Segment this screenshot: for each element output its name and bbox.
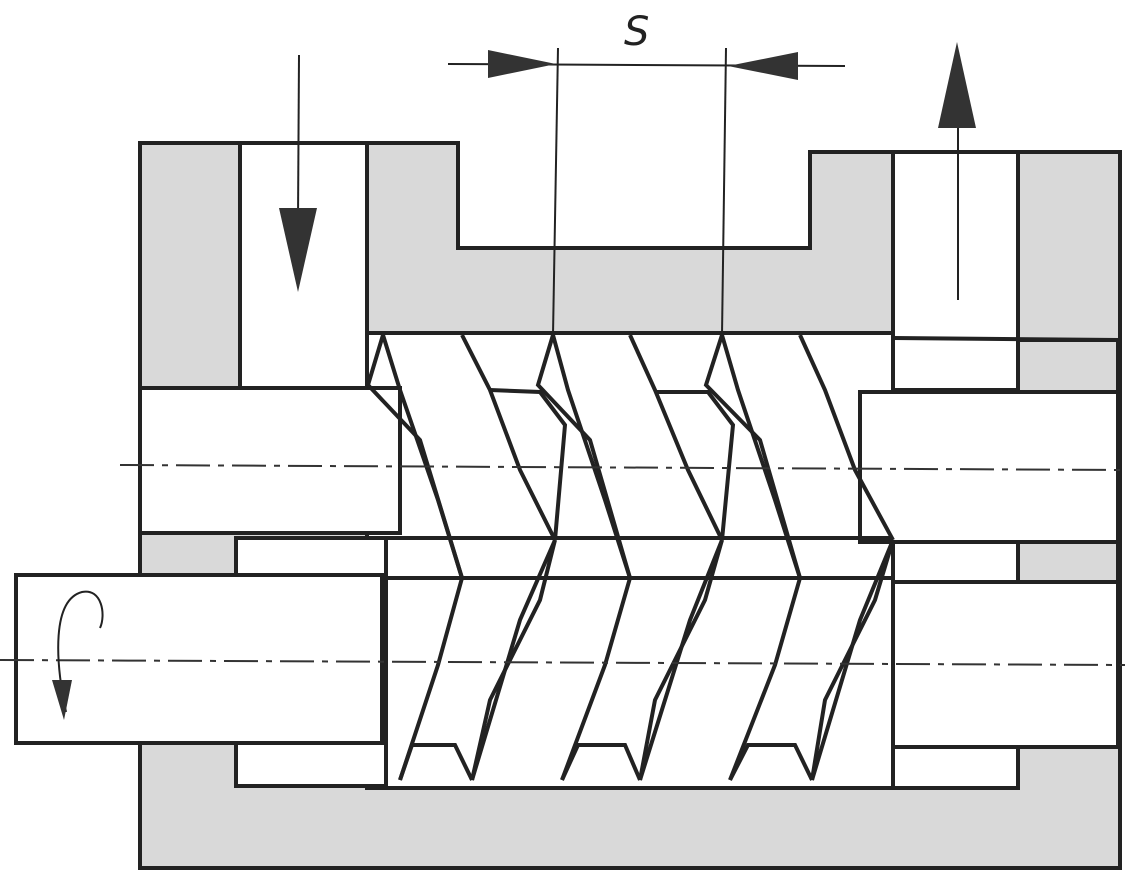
lower-flat-3 [728,743,814,781]
lower-screw-threads [382,536,895,781]
rotor-chamber [365,331,895,790]
upper-rotor-shaft [138,336,1120,544]
drive-shaft-extension [14,573,384,745]
lower-centerline [0,659,1126,666]
pitch-ext-right [721,47,727,336]
pitch-arrow-right-icon [728,52,798,80]
lower-thread-2b [638,539,724,781]
lower-flat-1 [398,743,474,781]
pitch-arrow-left-icon [488,50,556,78]
pitch-dimension: S [447,9,846,336]
upper-thread-2-tip [535,334,632,579]
upper-thread-1-back [460,334,557,541]
upper-shaft-right [858,390,1120,544]
lower-thread-2 [560,577,632,781]
lower-thread-1 [398,577,464,781]
upper-flat-2 [655,390,736,541]
upper-thread-1-tip [365,334,464,579]
pitch-label: S [624,9,649,55]
upper-thread-3-tip [703,334,802,579]
upper-thread-2-back [628,334,724,541]
lower-thread-1c [470,539,557,781]
rotation-arrow-icon [52,590,104,720]
inlet-arrow-down-icon [279,54,317,292]
pitch-ext-left [552,47,559,336]
lower-thread-2c [638,539,724,781]
upper-flat-1 [489,388,568,541]
lower-right-bearing [1016,540,1120,584]
outlet-port [891,150,1020,392]
lower-thread-3 [728,577,802,781]
outlet-arrow-up-icon [938,42,976,300]
lower-flat-2 [560,743,642,781]
lower-thread-3c [810,539,895,781]
upper-right-bearing [1016,338,1120,394]
lower-thread-3b [810,539,895,781]
lower-thread-1b [470,539,557,781]
upper-shaft-left [138,386,402,535]
upper-thread-3-back [798,334,895,541]
